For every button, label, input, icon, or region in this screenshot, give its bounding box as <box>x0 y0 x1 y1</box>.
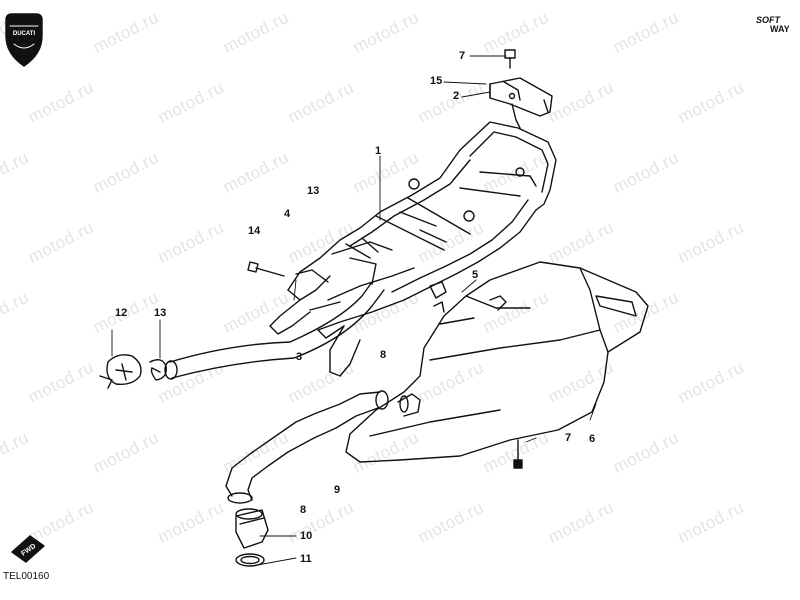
breather-hose <box>164 257 385 380</box>
mount-bracket <box>489 77 553 129</box>
softway-logo: SOFT WAY <box>756 15 790 34</box>
hose-cap <box>99 354 142 389</box>
airbox <box>345 261 649 463</box>
callout-12: 12 <box>115 307 128 319</box>
hose-coupling <box>235 508 269 549</box>
seal-ring <box>235 553 265 567</box>
callout-8-upper: 8 <box>380 349 387 361</box>
callout-5: 5 <box>472 269 479 281</box>
svg-text:DUCATI: DUCATI <box>13 31 36 37</box>
callout-7-top: 7 <box>459 50 466 62</box>
fwd-arrow-icon: FWD <box>11 535 45 563</box>
callout-8-lower: 8 <box>300 504 307 516</box>
callout-11: 11 <box>300 553 312 565</box>
intake-hose <box>225 390 421 504</box>
hose-clamp <box>149 359 167 381</box>
callout-3: 3 <box>296 351 303 363</box>
bolt-top <box>504 49 516 69</box>
ducati-logo: DUCATI <box>5 13 43 67</box>
callout-1: 1 <box>375 145 382 157</box>
callout-13-upper: 13 <box>307 185 320 197</box>
fitting <box>429 281 507 313</box>
callout-14: 14 <box>248 225 261 237</box>
callout-2: 2 <box>453 90 460 102</box>
callout-13-left: 13 <box>154 307 167 319</box>
bolt-bottom <box>513 439 523 469</box>
callout-6: 6 <box>589 433 596 445</box>
drawing-code: TEL00160 <box>3 571 50 582</box>
rear-subframe <box>269 121 557 377</box>
leader-lines <box>111 55 597 567</box>
callout-7-bottom: 7 <box>565 432 572 444</box>
callout-9: 9 <box>334 484 341 496</box>
callout-4: 4 <box>284 208 291 220</box>
callout-10: 10 <box>300 530 313 542</box>
bolt-left <box>247 261 285 277</box>
callout-15: 15 <box>430 75 443 87</box>
